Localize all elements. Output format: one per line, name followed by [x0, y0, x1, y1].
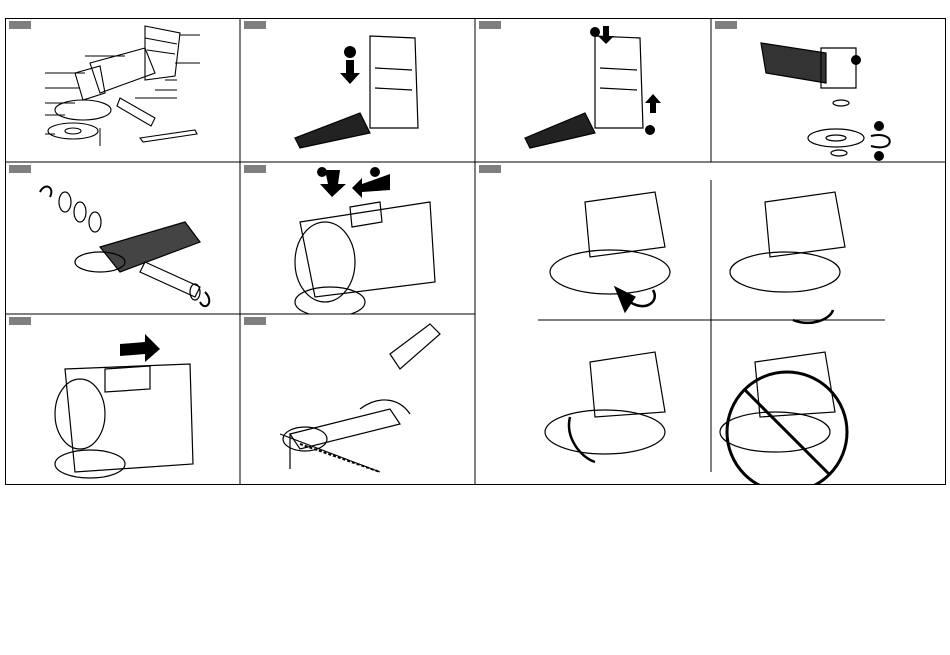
panel-5-handle-mount [5, 162, 240, 314]
step-dot-a [344, 46, 356, 58]
panel-1-tool-overview [5, 18, 240, 162]
step-dot-b [370, 167, 380, 177]
battery-release-illustration [475, 18, 711, 162]
rotate-arrow-icon-2 [793, 310, 833, 323]
grinder-overview-illustration [5, 18, 240, 162]
step-dot-b [874, 121, 884, 131]
panel-7-guard-adjust [475, 162, 946, 485]
right-arrow-icon [120, 334, 160, 362]
left-arrow-icon [352, 174, 390, 198]
panel-6-power-switch [240, 162, 475, 314]
disc-mount-illustration [711, 18, 946, 162]
cutting-operation-illustration [240, 314, 475, 485]
step-dot-c [874, 151, 884, 161]
rotate-arrow-icon-2 [200, 292, 209, 306]
lock-slide-illustration [5, 314, 240, 485]
rotate-arrow-icon [40, 187, 51, 197]
step-dot-a [851, 55, 861, 65]
down-arrow-icon [340, 60, 360, 84]
panel-2-battery-insert [240, 18, 475, 162]
step-dot-b [645, 125, 655, 135]
panel-4-disc-mount [711, 18, 946, 162]
panel-3-battery-release [475, 18, 711, 162]
up-arrow-icon [645, 94, 661, 113]
panel-8-lock-slide [5, 314, 240, 485]
handle-mount-illustration [5, 162, 240, 314]
power-switch-illustration [240, 162, 475, 314]
battery-insert-illustration [240, 18, 475, 162]
instruction-sheet [5, 18, 946, 485]
rotate-arrow-icon-3 [569, 417, 595, 462]
rotate-arrow-icon [871, 135, 890, 147]
step-dot-a [590, 27, 600, 37]
panel-9-cutting-operation [240, 314, 475, 485]
guard-adjust-illustrations [475, 162, 946, 485]
down-arrow-icon [598, 26, 614, 44]
